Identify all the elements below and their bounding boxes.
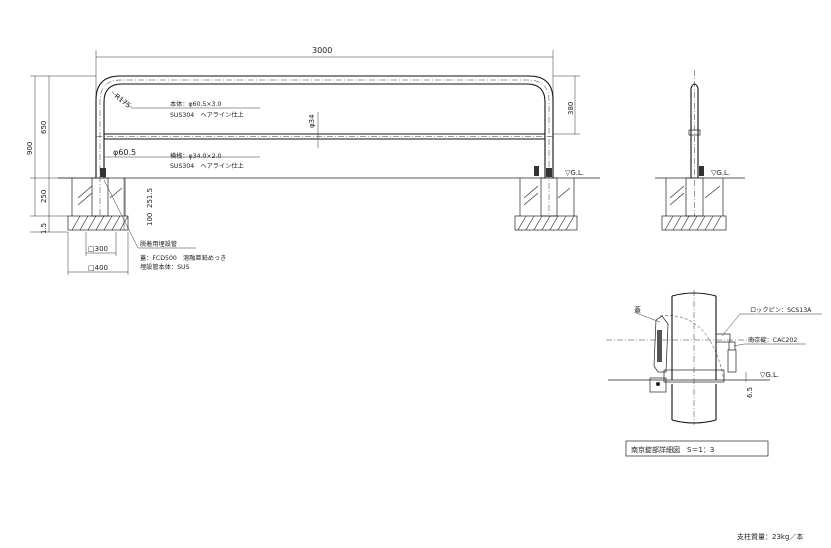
side-crossbar [688, 129, 701, 136]
side-view: ▽G.L. [655, 70, 745, 231]
lock-pin [715, 333, 731, 343]
dim-rail-dia: φ34 [308, 114, 316, 128]
label-cross-bar-material: SUS304 ヘアライン仕上 [170, 162, 244, 170]
detail-embed-bottom [671, 419, 717, 424]
dim-base-300: □300 [88, 245, 108, 253]
label-gl-side: ▽G.L. [711, 169, 730, 177]
dim-gap: 6.5 [746, 387, 754, 398]
hatch [565, 215, 575, 231]
dim-pipe-dia: φ60.5 [113, 148, 136, 157]
hatch [95, 215, 105, 231]
hinge-pin [656, 382, 660, 386]
left-foundation [67, 168, 129, 231]
main-pipe-inner [103, 83, 546, 178]
hatch [672, 215, 682, 231]
hatch [103, 215, 113, 231]
detail-pipe-top [671, 292, 717, 297]
dim-base-400: □400 [88, 264, 108, 272]
label-main-body-material: SUS304 ヘアライン仕上 [170, 111, 244, 119]
label-lid: 蓋 [634, 305, 641, 314]
lock-marker [534, 166, 539, 176]
hatch [109, 187, 123, 199]
dim-embed-depth: 251.5 [146, 188, 154, 208]
hatch [517, 215, 527, 231]
pipe-centerline [99, 79, 550, 215]
dim-radius: R175 [113, 92, 132, 110]
hatch [680, 215, 690, 231]
detail-title: 南京錠部詳細図 S＝1：3 [631, 445, 714, 454]
hinge-block [649, 377, 667, 393]
dim-height-below: 250 [40, 190, 48, 203]
hatch [77, 185, 93, 199]
hatch [557, 187, 571, 199]
lock-leader [733, 343, 745, 347]
front-view: 3000 φ34 R175 本体：φ60.5×3.0 SUS304 ヘアライン仕… [26, 46, 600, 275]
dim-embed-100: 100 [146, 213, 154, 226]
dim-bend-height: 380 [567, 102, 575, 115]
radius-leader [111, 91, 133, 109]
hatch [533, 215, 543, 231]
hatch [669, 192, 685, 206]
hatch [523, 185, 539, 199]
detail-title-box [625, 440, 769, 457]
collar [663, 369, 725, 383]
label-lock: 南京錠：CAC202 [748, 336, 797, 344]
label-lock-pin: ロックピン：SCS13A [750, 307, 812, 314]
side-base-block [661, 215, 727, 231]
hatch [525, 215, 535, 231]
label-embed-title: 脱着用埋設管 [140, 240, 177, 248]
label-embed-lid: 蓋：FCD500 溶融亜鉛めっき [140, 254, 226, 262]
lid-inner [657, 330, 662, 362]
side-pipe-top [690, 83, 699, 89]
hatch [71, 215, 81, 231]
hatch [111, 215, 121, 231]
lock-pin-leader [721, 313, 741, 337]
label-embed-body: 埋設管本体：SUS [140, 263, 190, 271]
dim-total-width: 3000 [312, 46, 332, 55]
main-pipe-outer [95, 75, 554, 178]
hatch [664, 215, 674, 231]
detail-view: ▽G.L. 6.5 蓋 ロックピン：SCS13A 南京錠：CAC202 南京錠部… [606, 290, 822, 457]
lid-marker [546, 168, 552, 177]
right-foundation [514, 166, 578, 231]
weight-note: 支柱質量：23kg／本 [737, 532, 803, 541]
hatch [704, 185, 721, 199]
hatch [669, 185, 685, 199]
base-block [514, 215, 578, 231]
lid-swing-arc [659, 315, 725, 381]
label-cross-bar: 横桟：φ34.0×2.0 [170, 152, 222, 160]
lid-marker [100, 168, 106, 177]
hatch [712, 215, 722, 231]
hatch [87, 215, 97, 231]
lid-shape [653, 315, 669, 373]
hatch [79, 215, 89, 231]
hatch [557, 215, 567, 231]
lid-leader [635, 312, 661, 323]
hatch [541, 215, 551, 231]
label-gl-front: ▽G.L. [565, 169, 584, 177]
hatch [77, 192, 93, 206]
padlock-body [727, 349, 737, 373]
hatch [696, 215, 706, 231]
label-gl-detail: ▽G.L. [760, 371, 779, 379]
embed-leader [103, 179, 139, 249]
dim-height-total: 900 [26, 142, 34, 155]
hatch [704, 215, 714, 231]
base-block [67, 215, 129, 231]
hatch [688, 215, 698, 231]
label-main-body: 本体：φ60.5×3.0 [170, 100, 222, 108]
hatch [549, 215, 559, 231]
hatch [523, 192, 539, 206]
side-lock-marker [699, 166, 704, 176]
dim-height-above: 650 [40, 121, 48, 134]
dim-height-small: 1.5 [40, 223, 48, 234]
